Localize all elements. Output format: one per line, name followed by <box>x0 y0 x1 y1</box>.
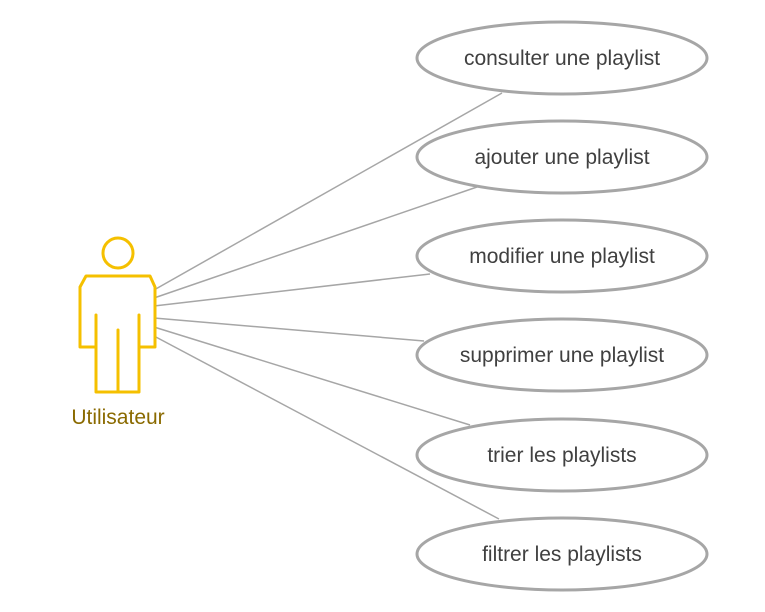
association-line-ajouter <box>153 186 478 299</box>
use-case-label: ajouter une playlist <box>474 146 649 169</box>
use-case-ellipse <box>415 516 709 592</box>
use-case-ellipse <box>415 20 709 96</box>
use-case-label: filtrer les playlists <box>482 543 642 566</box>
use-case-label: trier les playlists <box>487 444 636 467</box>
actor-body <box>78 274 157 394</box>
association-line-modifier <box>153 273 431 307</box>
use-case-label: modifier une playlist <box>469 245 655 268</box>
use-case-ellipse <box>415 218 709 294</box>
association-lines <box>153 92 503 520</box>
use-case-ajouter[interactable]: ajouter une playlist <box>415 119 709 195</box>
use-case-ellipse <box>415 119 709 195</box>
use-case-supprimer[interactable]: supprimer une playlist <box>415 317 709 393</box>
use-case-trier[interactable]: trier les playlists <box>415 417 709 493</box>
use-case-label: supprimer une playlist <box>460 344 664 367</box>
use-case-label: consulter une playlist <box>464 47 660 70</box>
use-case-filtrer[interactable]: filtrer les playlists <box>415 516 709 592</box>
association-line-trier <box>153 326 471 426</box>
use-case-ellipse <box>415 317 709 393</box>
actor-head <box>101 236 135 270</box>
use-case-ellipse <box>415 417 709 493</box>
association-line-supprimer <box>153 317 425 342</box>
use-case-consulter[interactable]: consulter une playlist <box>415 20 709 96</box>
actor-utilisateur[interactable]: Utilisateur <box>71 236 165 429</box>
use-case-modifier[interactable]: modifier une playlist <box>415 218 709 294</box>
association-line-consulter <box>153 92 503 291</box>
stick-figure-icon <box>78 236 157 394</box>
association-line-filtrer <box>153 335 500 520</box>
actor-label: Utilisateur <box>71 406 164 429</box>
